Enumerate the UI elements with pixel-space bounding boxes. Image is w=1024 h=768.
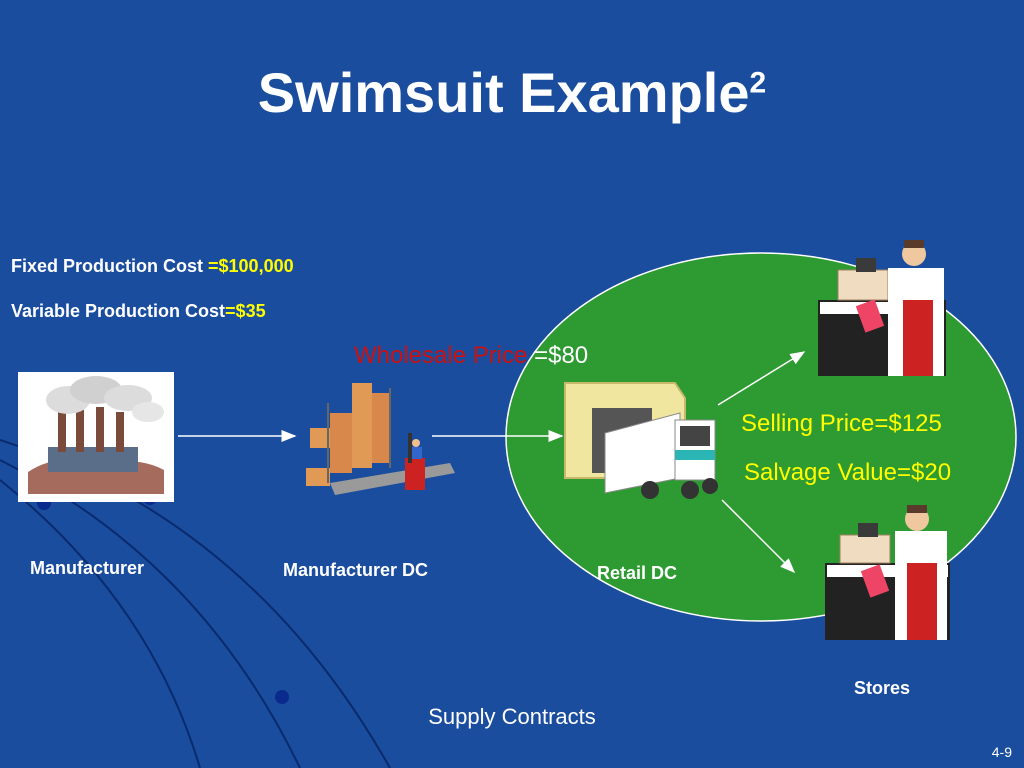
selling-price: Selling Price=$125: [741, 410, 942, 437]
truck-warehouse-icon: [564, 382, 718, 499]
fixed-cost-line: Fixed Production Cost =$100,000: [11, 256, 294, 276]
manufacturer-dc-label: Manufacturer DC: [283, 560, 429, 580]
retail-dc-label: Retail DC: [597, 563, 678, 583]
footer-text: Supply Contracts: [428, 704, 596, 729]
manufacturer-label: Manufacturer: [30, 558, 145, 578]
wholesale-price: Wholesale Price =$80: [354, 342, 588, 370]
page-number: 4-9: [991, 744, 1012, 760]
store-clerk-icon: [825, 505, 950, 640]
warehouse-forklift-icon: [306, 383, 455, 495]
title-superscript: 2: [749, 66, 767, 100]
salvage-value: Salvage Value=$20: [744, 459, 952, 486]
slide-title: Swimsuit Example2: [257, 61, 767, 124]
fixed-cost-value: =$100,000: [208, 256, 294, 276]
variable-cost-line: Variable Production Cost=$35: [11, 301, 266, 321]
store-clerk-icon: [818, 240, 946, 376]
wholesale-value: =$80: [527, 342, 589, 369]
stores-label: Stores: [854, 678, 911, 698]
wholesale-label: Wholesale Price: [354, 342, 528, 369]
factory-icon: [18, 372, 174, 502]
variable-cost-value: =$35: [225, 301, 266, 321]
